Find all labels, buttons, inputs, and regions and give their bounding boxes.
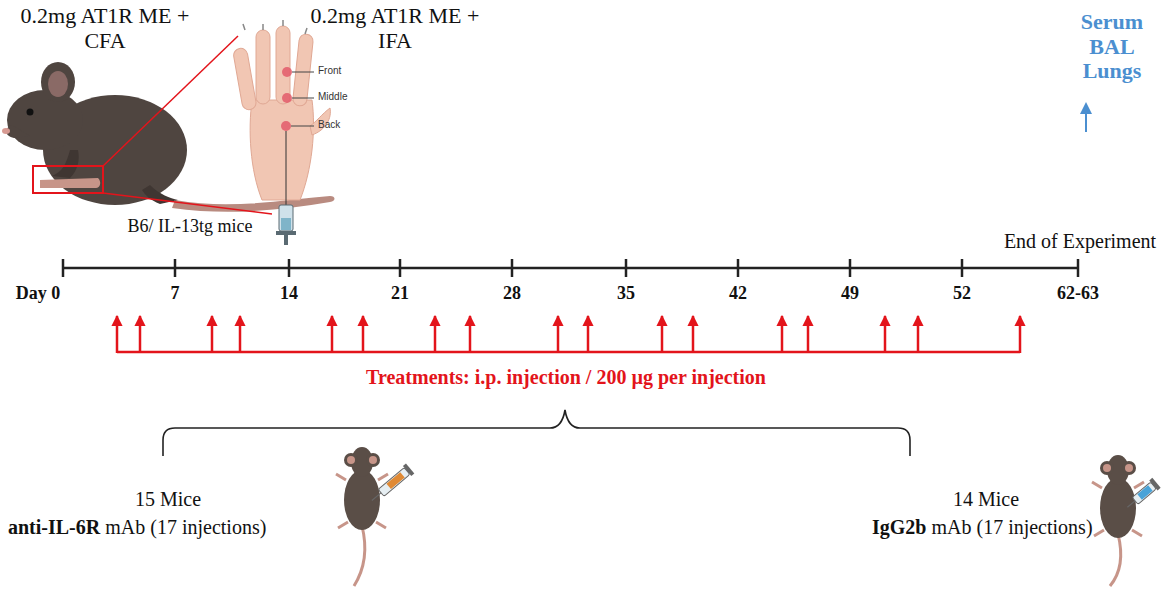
timeline-tick [625, 259, 628, 277]
treatment-name: anti-IL-6R [8, 516, 100, 538]
day-label: 7 [171, 283, 180, 303]
day-label: 62-63 [1057, 283, 1099, 303]
day-label: 28 [503, 283, 521, 303]
day-label: 49 [841, 283, 859, 303]
day-label: 14 [280, 283, 298, 303]
strain-label: B6/ IL-13tg mice [128, 216, 253, 236]
mouse-icon [336, 447, 414, 586]
injection-arrow [807, 316, 810, 353]
day-label: 21 [391, 283, 409, 303]
paw-illustration [233, 20, 331, 245]
site-label: Front [318, 65, 341, 76]
timeline-axis [63, 259, 1078, 277]
timeline-tick [1077, 259, 1080, 277]
group-size: 14 Mice [953, 488, 1019, 510]
injection-arrow [239, 316, 242, 353]
timeline-tick [961, 259, 964, 277]
timeline-tick [288, 259, 291, 277]
injection-arrow [917, 316, 920, 353]
sample-label: Serum BAL Lungs [1081, 10, 1143, 84]
site-label: Back [318, 119, 340, 130]
mouse-icon [1092, 455, 1161, 586]
injection-arrow [331, 316, 334, 353]
injection-arrow [587, 316, 590, 353]
injection-arrow [557, 316, 560, 353]
injection-arrow [139, 316, 142, 353]
injection-arrow [362, 316, 365, 353]
treatment-detail: mAb (17 injections) [931, 516, 1092, 538]
timeline-tick [849, 259, 852, 277]
site-label: Middle [318, 91, 347, 102]
injection-arrow [884, 316, 887, 353]
treatment-name: IgG2b [872, 516, 926, 538]
injection-arrow [692, 316, 695, 353]
day-label: Day 0 [16, 283, 61, 303]
immunization-label: 0.2mg AT1R ME + CFA [20, 4, 190, 53]
day-label: 35 [617, 283, 635, 303]
timeline-tick [399, 259, 402, 277]
timeline-tick [511, 259, 514, 277]
injection-arrow [661, 316, 664, 353]
injection-arrow [781, 316, 784, 353]
injection-arrow [434, 316, 437, 353]
injection-arrow [116, 316, 119, 353]
injection-arrow [1019, 316, 1022, 353]
treatment-label: Treatments: i.p. injection / 200 µg per … [366, 366, 766, 388]
treatment-detail: mAb (17 injections) [105, 516, 266, 538]
injection-arrow [469, 316, 472, 353]
timeline-tick [737, 259, 740, 277]
sample-arrow [1080, 102, 1092, 132]
day-label: 52 [953, 283, 971, 303]
day-label: 42 [729, 283, 747, 303]
group-brace [163, 410, 910, 456]
group-size: 15 Mice [135, 488, 201, 510]
timeline-tick [62, 259, 65, 277]
injection-arrow [211, 316, 214, 353]
timeline-tick [174, 259, 177, 277]
treatment-arrows [117, 316, 1020, 353]
end-label: End of Experiment [1004, 230, 1156, 252]
immunization-label: 0.2mg AT1R ME + IFA [310, 4, 480, 53]
